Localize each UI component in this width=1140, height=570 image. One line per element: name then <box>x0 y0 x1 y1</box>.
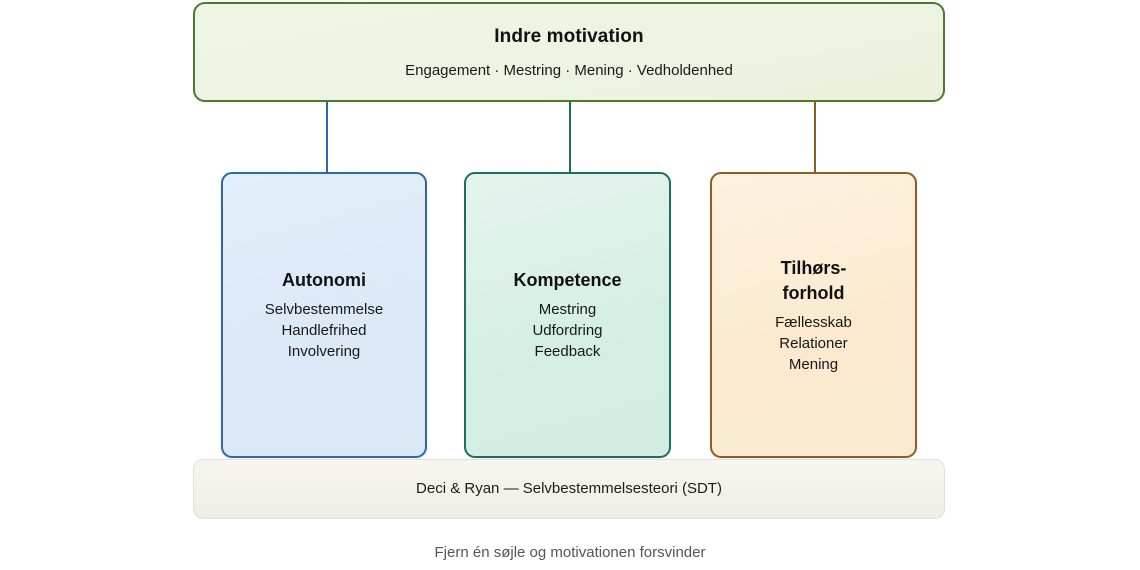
pillar-item: Handlefrihed <box>281 322 367 339</box>
pillar-item: Udfordring <box>532 322 603 339</box>
connector-autonomi <box>326 101 328 173</box>
crown-title: Indre motivation <box>494 25 644 47</box>
crown-subtitle: Engagement · Mestring · Mening · Vedhold… <box>405 61 733 79</box>
pillar-item: Mening <box>788 355 839 373</box>
pillar-item-list: Selvbestemmelse Handlefrihed Involvering <box>265 299 383 362</box>
pillar-item: Mestring <box>538 301 597 318</box>
pillar-item-list: Fællesskab Relationer Mening <box>775 312 852 375</box>
pillar-title: Kompetence <box>513 270 622 290</box>
pillar-item: Feedback <box>534 343 601 360</box>
pillar-item: Fællesskab <box>775 313 852 331</box>
crown-box-indre-motivation: Indre motivation Engagement · Mestring ·… <box>193 2 945 102</box>
pillar-kompetence: Kompetence Mestring Udfordring Feedback <box>464 172 671 458</box>
diagram-caption: Fjern én søjle og motivationen forsvinde… <box>434 544 706 561</box>
pillar-autonomi: Autonomi Selvbestemmelse Handlefrihed In… <box>221 172 427 458</box>
pillar-title: Autonomi <box>282 270 366 290</box>
pillar-tilhorsforhold: Tilhørs-forhold Fællesskab Relationer Me… <box>710 172 917 458</box>
connector-kompetence <box>569 101 571 173</box>
foundation-bar-label: Deci & Ryan — Selvbestemmelsesteori (SDT… <box>416 480 722 497</box>
pillar-item: Selvbestemmelse <box>264 301 384 318</box>
pillar-item: Involvering <box>287 343 361 360</box>
pillar-item: Relationer <box>779 334 848 352</box>
pillar-title: Tilhørs-forhold <box>780 257 847 303</box>
connector-tilhorsforhold <box>814 101 816 173</box>
foundation-bar: Deci & Ryan — Selvbestemmelsesteori (SDT… <box>193 459 945 519</box>
pillar-item-list: Mestring Udfordring Feedback <box>532 299 602 362</box>
